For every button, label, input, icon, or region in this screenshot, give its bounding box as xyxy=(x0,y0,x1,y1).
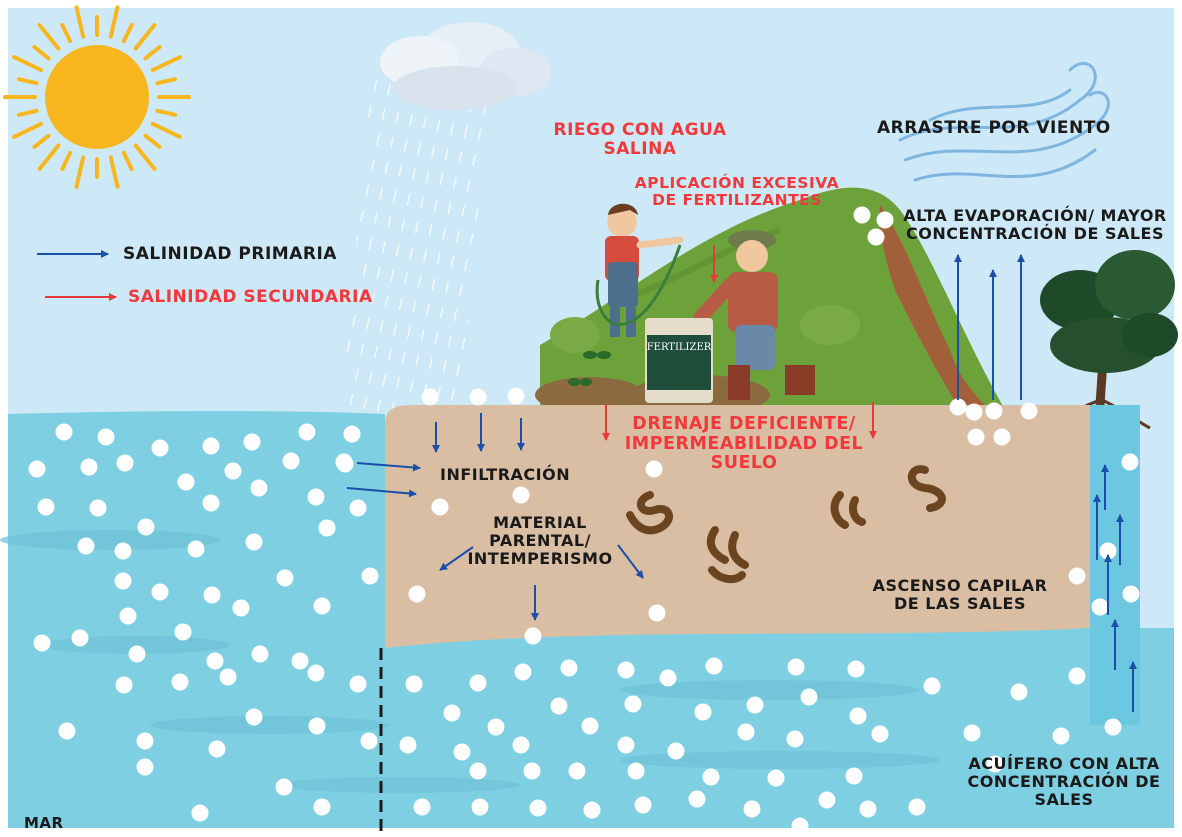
label-aplicacion: APLICACIÓN EXCESIVA DE FERTILIZANTES xyxy=(634,174,840,210)
fertilizer-bag-label: FERTILIZER xyxy=(647,342,712,353)
secondary-salinity-arrows xyxy=(602,245,877,441)
sea xyxy=(8,411,385,828)
label-mar: MAR xyxy=(24,814,64,832)
fertilizer-bag-icon: FERTILIZER xyxy=(645,318,713,403)
label-riego: RIEGO CON AGUA SALINA xyxy=(553,120,727,160)
sprout-icon xyxy=(568,351,611,386)
label-infiltracion: INFILTRACIÓN xyxy=(440,465,571,484)
label-evaporacion: ALTA EVAPORACIÓN/ MAYOR CONCENTRACIÓN DE… xyxy=(903,206,1167,243)
primary-salinity-arrows xyxy=(346,254,1137,712)
legend-secondary-label: SALINIDAD SECUNDARIA xyxy=(128,287,373,307)
salt-particles xyxy=(28,206,1140,835)
sun-icon xyxy=(3,5,191,189)
label-arrastre: ARRASTRE POR VIENTO xyxy=(877,118,1111,138)
rain-cloud-icon xyxy=(380,22,551,110)
label-ascenso: ASCENSO CAPILAR DE LAS SALES xyxy=(872,576,1048,613)
label-material: MATERIAL PARENTAL/ INTEMPERISMO xyxy=(467,513,613,568)
label-drenaje: DRENAJE DEFICIENTE/ IMPERMEABILIDAD DEL … xyxy=(624,414,864,474)
label-acuifero: ACUÍFERO CON ALTA CONCENTRACIÓN DE SALES xyxy=(967,754,1161,809)
farmer-child-icon xyxy=(595,203,684,337)
farmer-adult-icon xyxy=(693,230,815,400)
soil-layer xyxy=(385,405,1090,648)
aquifer xyxy=(385,628,1174,828)
legend-primary-label: SALINIDAD PRIMARIA xyxy=(123,244,337,264)
rain-shower xyxy=(340,70,490,420)
wind-icon xyxy=(898,62,1110,182)
worm-icon xyxy=(626,465,946,584)
tree-icon xyxy=(1040,250,1178,432)
